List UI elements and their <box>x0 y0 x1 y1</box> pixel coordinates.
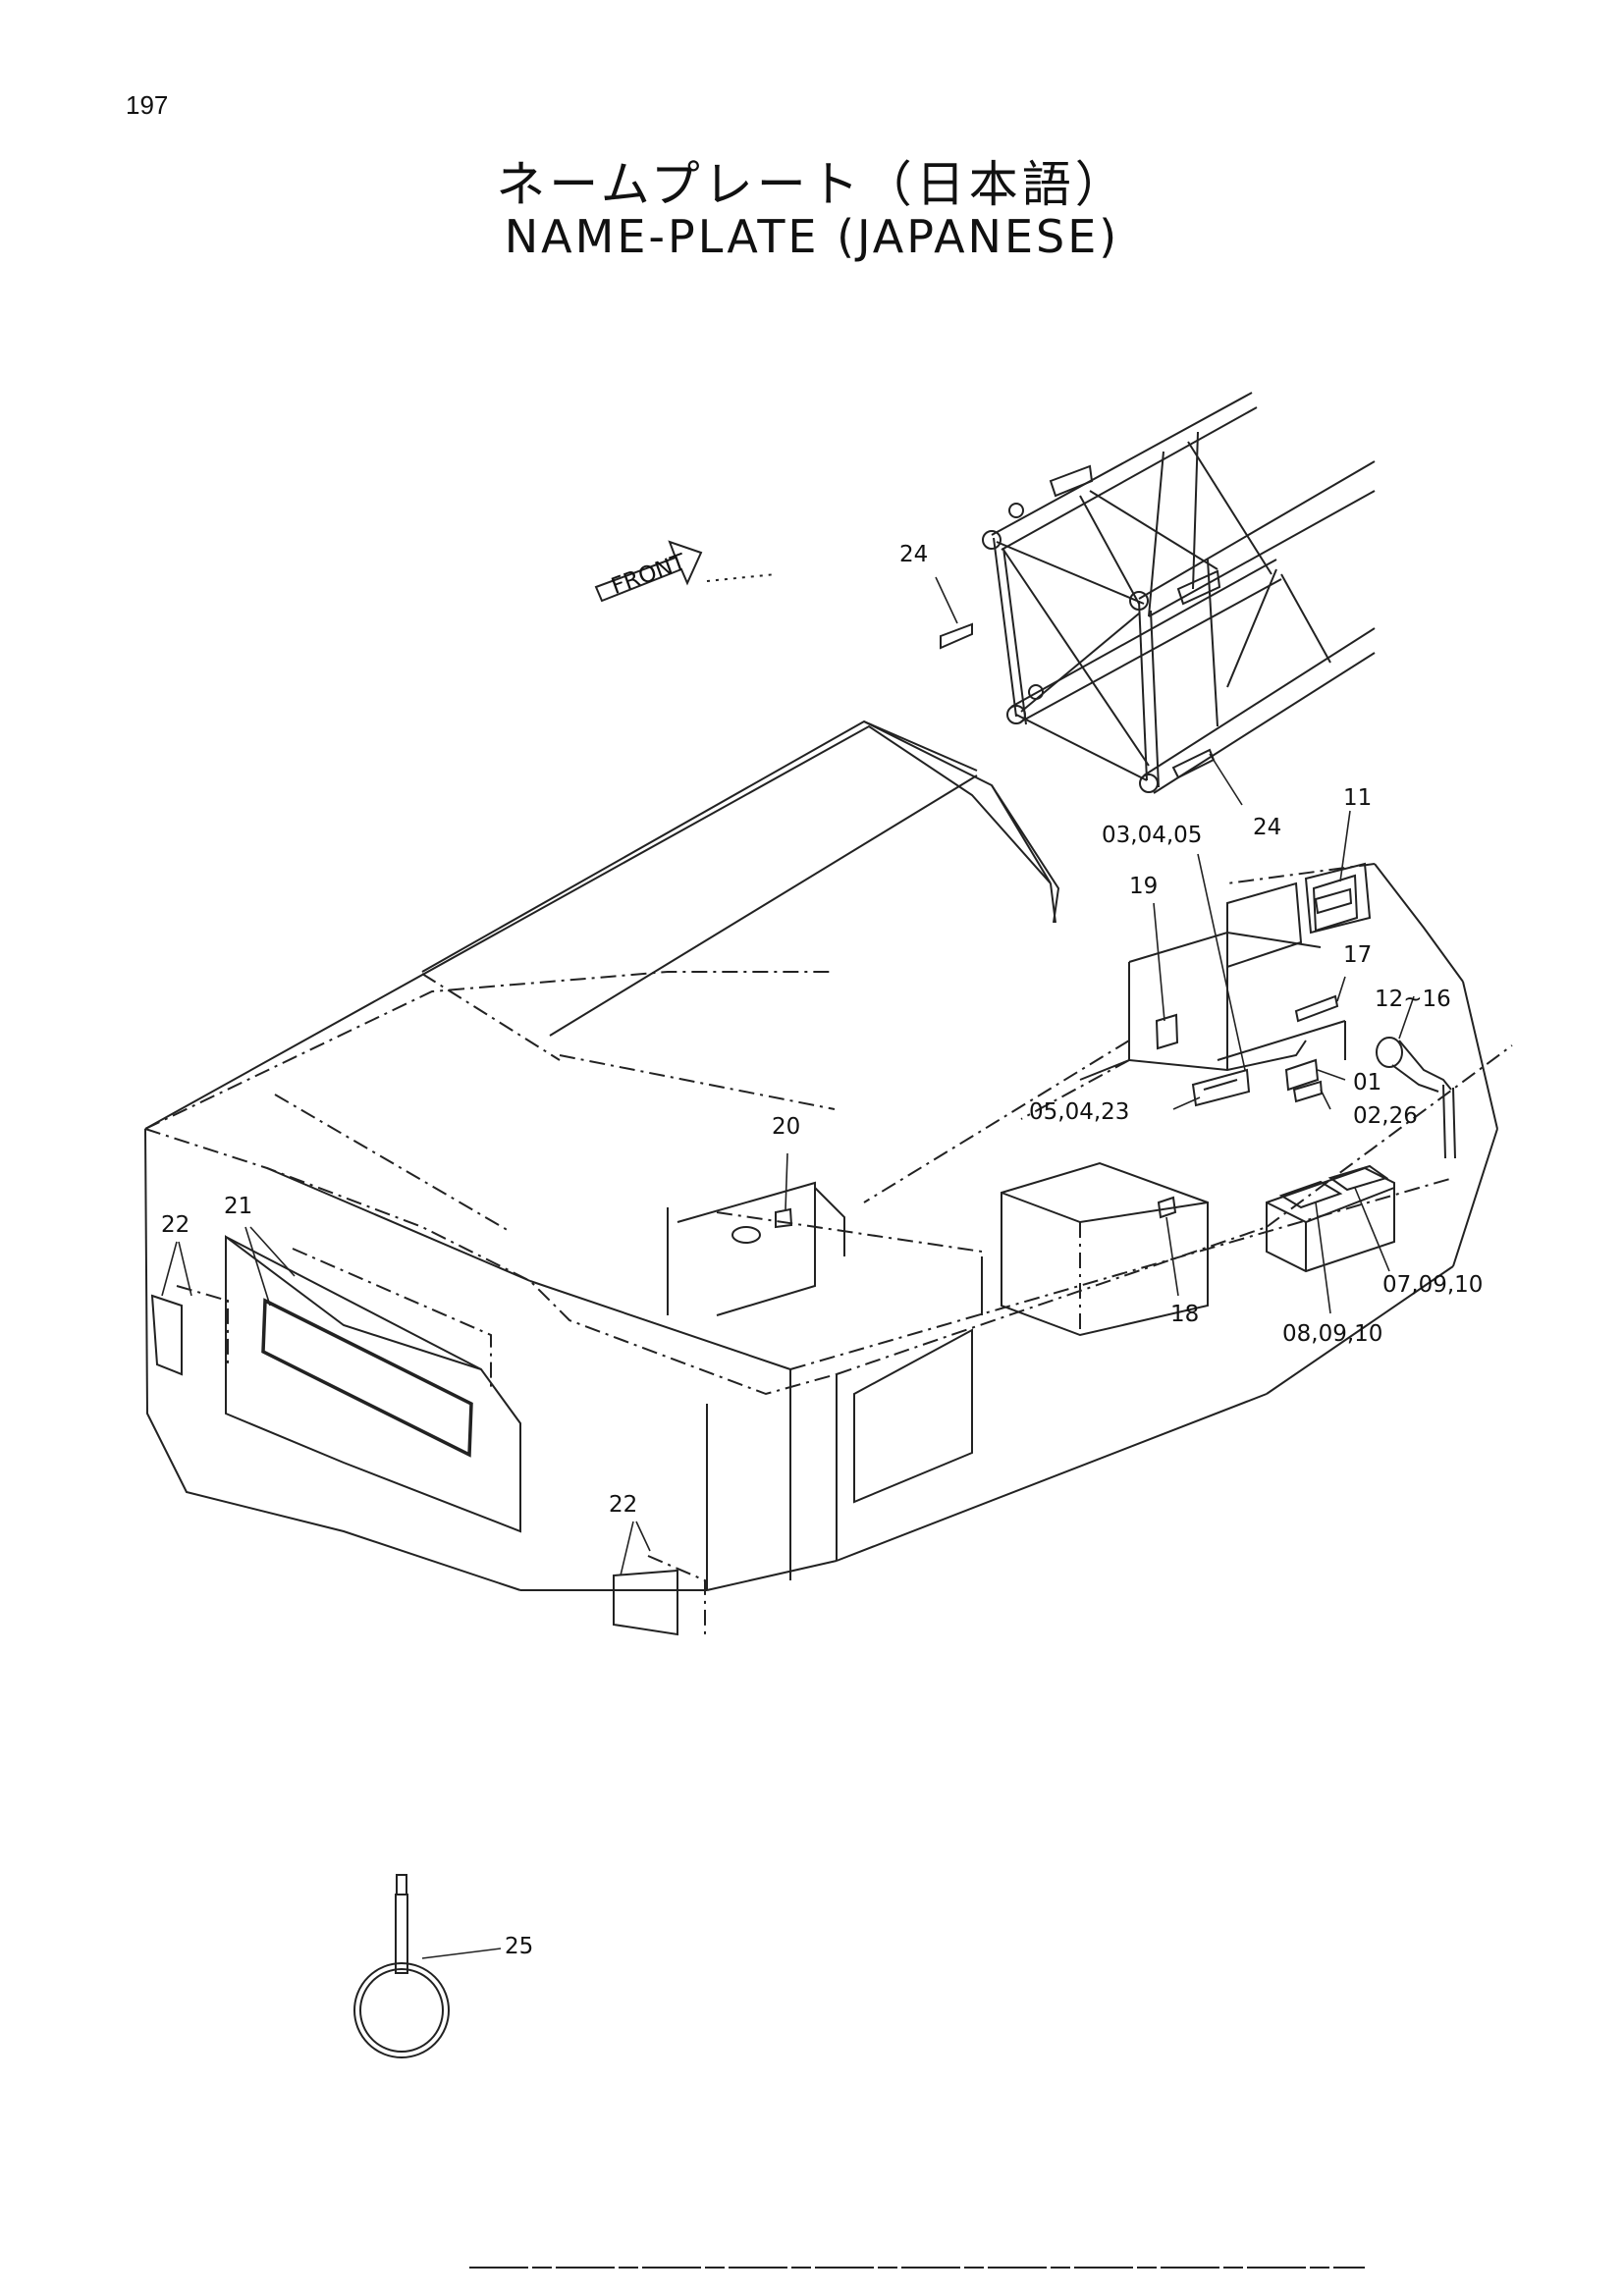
callout-02-26: 02,26 <box>1353 1103 1418 1129</box>
front-arrow: FRONT <box>594 540 703 603</box>
plate-24-front <box>940 622 973 650</box>
plate-17 <box>1294 994 1339 1023</box>
callout-03-04-05: 03,04,05 <box>1102 823 1202 848</box>
callout-18: 18 <box>1170 1302 1199 1327</box>
engine-hood <box>421 720 1060 1504</box>
plate-01 <box>1284 1058 1320 1092</box>
page-number: 197 <box>126 90 169 120</box>
plate-03 <box>1191 1068 1251 1107</box>
upper-structure <box>144 724 1513 1591</box>
title-japanese: ネームプレート（日本語） <box>496 156 1128 213</box>
callout-12-16: 12~16 <box>1375 987 1451 1012</box>
title-english: NAME-PLATE (JAPANESE) <box>504 210 1120 263</box>
plate-20 <box>775 1207 793 1229</box>
plate-05 <box>1203 1079 1238 1091</box>
callout-20: 20 <box>772 1114 800 1140</box>
plate-02 <box>1292 1080 1324 1103</box>
callout-17: 17 <box>1343 942 1372 968</box>
callout-24-front: 24 <box>899 542 928 567</box>
tool-box <box>1001 1161 1209 1337</box>
callout-22-left: 22 <box>161 1212 189 1238</box>
callout-24-rear: 24 <box>1253 815 1281 840</box>
dotted-guide <box>706 573 777 582</box>
callout-07-09-10: 07,09,10 <box>1382 1272 1483 1298</box>
callout-19: 19 <box>1129 874 1158 899</box>
callout-08-09-10: 08,09,10 <box>1282 1321 1382 1347</box>
plate-22-right <box>613 1569 678 1636</box>
callout-05-04-23: 05,04,23 <box>1029 1099 1129 1125</box>
fuel-cap <box>731 1226 761 1244</box>
front-label: FRONT <box>608 549 690 600</box>
control-lever <box>1376 1037 1456 1159</box>
callout-25: 25 <box>505 1934 533 1959</box>
plate-22-left <box>150 1294 183 1376</box>
ring-tag-25 <box>353 1874 450 2058</box>
callout-11: 11 <box>1343 785 1372 811</box>
callout-01: 01 <box>1353 1070 1381 1095</box>
switch-boxes <box>1266 1164 1395 1273</box>
callout-22-right: 22 <box>609 1492 637 1518</box>
plate-21 <box>261 1298 473 1458</box>
leader-lines <box>161 576 1415 1959</box>
plate-24-rear <box>1171 748 1216 779</box>
boom-lattice <box>982 392 1376 794</box>
plate-19 <box>1155 1013 1179 1050</box>
callout-21: 21 <box>224 1194 252 1219</box>
